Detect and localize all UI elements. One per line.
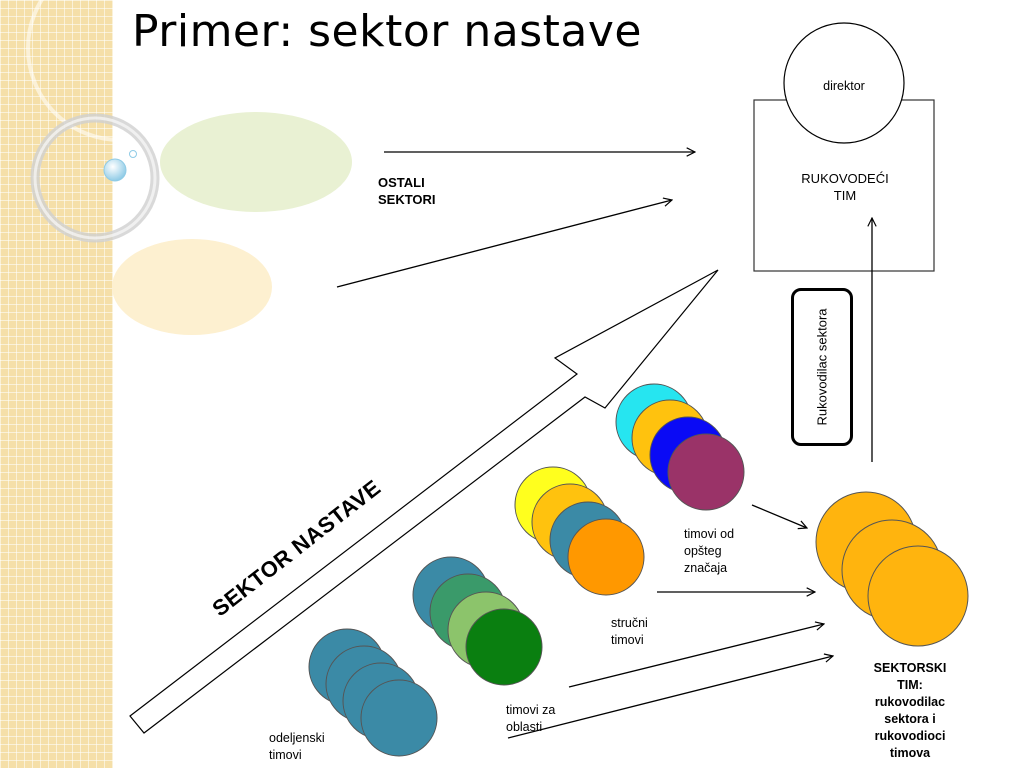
small-bubble-icon	[129, 150, 137, 158]
group-class-teams	[308, 628, 438, 757]
group-sector-team	[815, 491, 969, 647]
team-circle	[465, 608, 543, 686]
label-general-teams: timovi od opšteg značaja	[684, 527, 735, 575]
arrow-subject-to-sector	[568, 624, 824, 688]
sector-head-box	[791, 288, 853, 446]
label-subject-teams: timovi za oblasti	[506, 703, 556, 734]
label-class-teams: odeljenski timovi	[269, 731, 325, 762]
team-circle	[667, 433, 745, 511]
label-sector-head: Rukovodilac sektora	[814, 308, 830, 426]
ellipse-other-sector-2	[112, 239, 272, 335]
arrow-class-to-sector	[507, 656, 833, 739]
label-other-sectors: OSTALI SEKTORI	[378, 175, 436, 207]
team-circle	[360, 679, 438, 757]
arrow-other-sector-2	[336, 200, 672, 288]
label-professional-teams: stručni timovi	[611, 616, 648, 647]
label-director: direktor	[823, 79, 865, 93]
director-circle	[783, 22, 905, 144]
group-subject-teams	[412, 556, 543, 686]
arrow-general-to-sector	[751, 504, 807, 528]
sector-big-arrow	[129, 269, 719, 734]
bubble-icon	[103, 158, 127, 182]
team-circle	[567, 518, 645, 596]
group-general-teams	[615, 383, 745, 511]
group-professional-teams	[514, 466, 645, 596]
sector-team-circle	[867, 545, 969, 647]
label-management-team: RUKOVODEĆI TIM	[801, 171, 889, 203]
ellipse-other-sector-1	[160, 112, 352, 212]
decorative-rings	[26, 0, 214, 243]
page-title: Primer: sektor nastave	[132, 6, 642, 57]
label-sector-team: SEKTORSKI TIM: rukovodilac sektora i ruk…	[873, 661, 947, 760]
